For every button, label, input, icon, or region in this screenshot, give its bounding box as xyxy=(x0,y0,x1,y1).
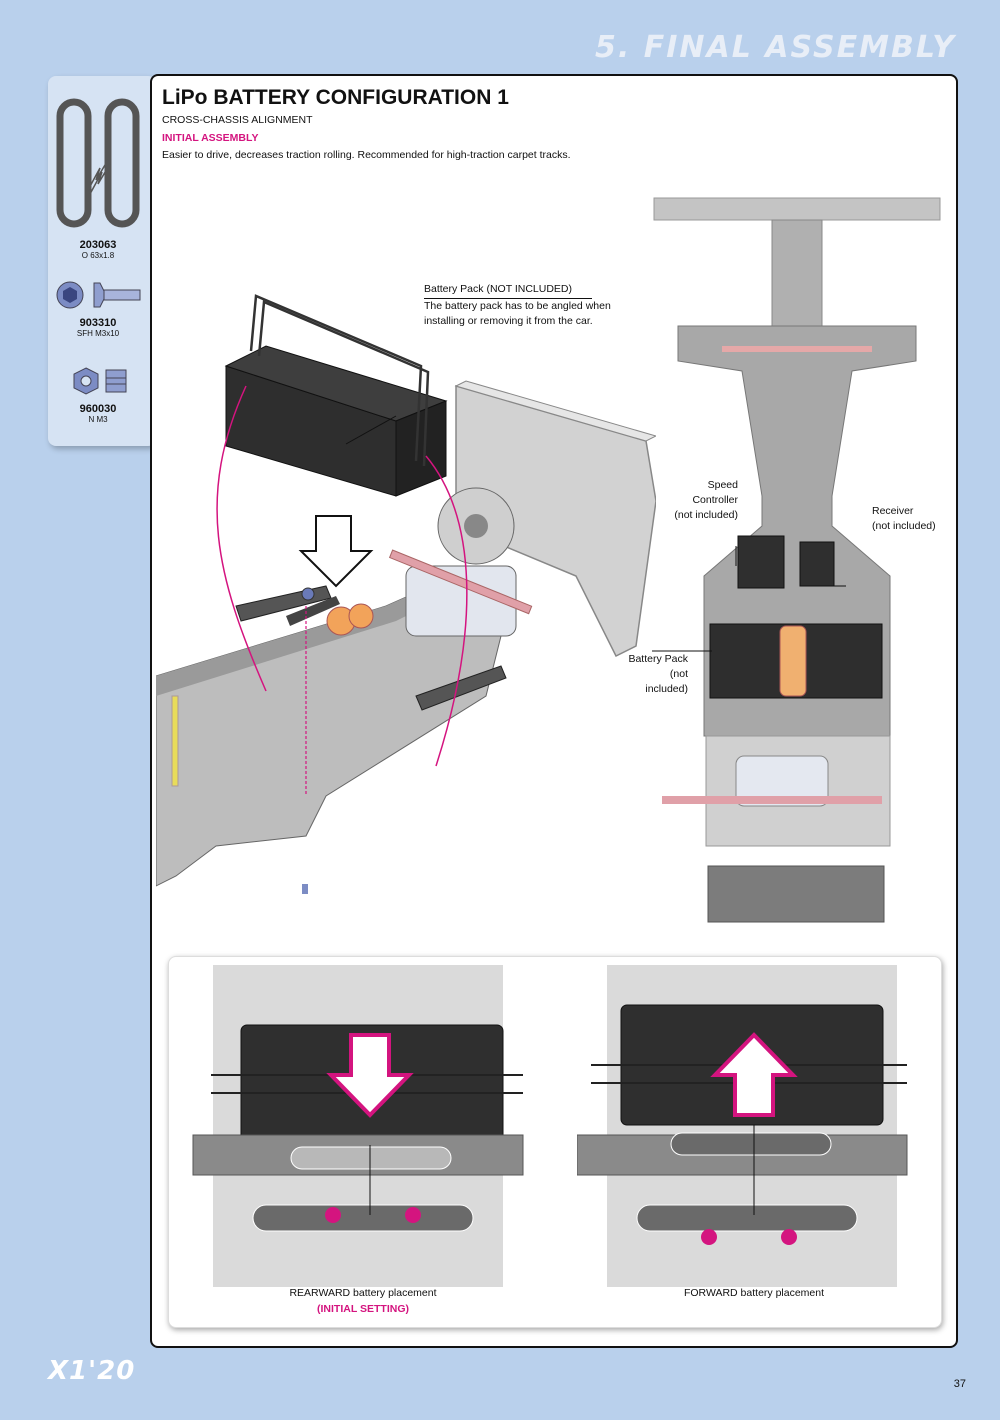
brand-logo: X1'20 xyxy=(48,1356,136,1386)
forward-caption: FORWARD battery placement xyxy=(683,1287,825,1299)
battery-pack-callout: Battery Pack (NOT INCLUDED) The battery … xyxy=(424,282,611,329)
part-o-ring: 203063 O 63x1.8 xyxy=(48,94,148,260)
part-spec: O 63x1.8 xyxy=(81,251,115,260)
part-nut: 960030 N M3 xyxy=(48,364,148,424)
nut-icon xyxy=(73,367,127,395)
speed-controller-callout: Speed Controller (not included) xyxy=(662,478,738,523)
battery-callout: Battery Pack (not included) xyxy=(628,652,688,697)
parts-panel: 203063 O 63x1.8 903310 SFH M3x10 960030 … xyxy=(48,76,156,446)
battery-placement-box: REARWARD battery placement (INITIAL SETT… xyxy=(168,956,942,1328)
rearward-caption: REARWARD battery placement xyxy=(289,1287,437,1299)
section-title: 5. FINAL ASSEMBLY xyxy=(595,30,956,65)
o-ring-icon xyxy=(56,98,140,228)
page-title: LiPo BATTERY CONFIGURATION 1 xyxy=(162,86,509,109)
flat-head-screw-icon xyxy=(56,281,141,309)
page-number: 37 xyxy=(953,1378,966,1390)
description: Easier to drive, decreases traction roll… xyxy=(162,149,571,161)
part-code: 203063 xyxy=(79,239,117,251)
receiver-note: (not included) xyxy=(872,520,936,532)
battery-pack-title: Battery Pack (NOT INCLUDED) xyxy=(424,283,572,295)
top-view-chassis-illustration xyxy=(652,197,941,923)
part-screw: 903310 SFH M3x10 xyxy=(48,278,148,338)
exploded-assembly-illustration xyxy=(156,294,656,894)
part-spec: SFH M3x10 xyxy=(76,329,120,338)
battery-label: Battery Pack xyxy=(628,653,688,665)
rearward-note: (INITIAL SETTING) xyxy=(317,1303,409,1315)
speed-controller-note: (not included) xyxy=(674,509,738,521)
forward-placement-illustration xyxy=(577,965,908,1287)
battery-pack-note-2: installing or removing it from the car. xyxy=(424,315,593,327)
main-panel: LiPo BATTERY CONFIGURATION 1 CROSS-CHASS… xyxy=(150,74,958,1348)
assembly-label: INITIAL ASSEMBLY xyxy=(162,132,259,144)
part-code: 903310 xyxy=(79,317,117,329)
part-code: 960030 xyxy=(79,403,117,415)
battery-pack-note-1: The battery pack has to be angled when xyxy=(424,300,611,312)
subtitle: CROSS-CHASSIS ALIGNMENT xyxy=(162,114,313,126)
battery-note: (not included) xyxy=(645,668,688,695)
part-spec: N M3 xyxy=(88,415,108,424)
receiver-callout: Receiver (not included) xyxy=(872,504,936,534)
speed-controller-label: Speed Controller xyxy=(692,479,738,506)
rearward-placement-illustration xyxy=(192,965,524,1287)
receiver-label: Receiver xyxy=(872,505,914,517)
